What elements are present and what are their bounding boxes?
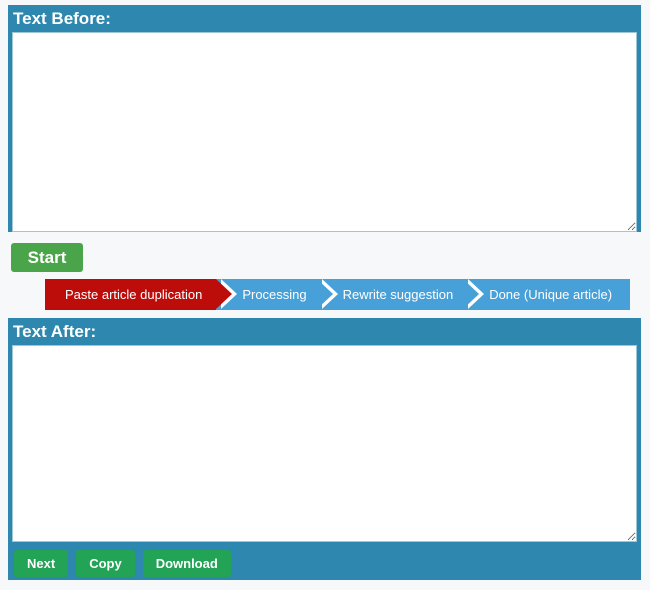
page: Text Before: Start Paste article duplica… (0, 5, 650, 580)
text-before-title: Text Before: (13, 9, 111, 28)
step-paste-article-duplication: Paste article duplication (45, 279, 238, 310)
next-button[interactable]: Next (14, 550, 69, 577)
text-after-title: Text After: (13, 322, 97, 341)
text-before-input[interactable] (12, 32, 637, 232)
text-after-output[interactable] (12, 345, 637, 542)
progress-steps: Paste article duplication Processing Rew… (45, 279, 650, 310)
step-done-unique-article: Done (Unique article) (463, 279, 631, 310)
copy-button[interactable]: Copy (76, 550, 135, 577)
after-actions-bar: Next Copy Download (8, 546, 641, 580)
download-button[interactable]: Download (142, 550, 231, 577)
step-rewrite-suggestion: Rewrite suggestion (316, 279, 484, 310)
text-after-panel: Text After: Next Copy Download (8, 318, 641, 580)
text-before-panel: Text Before: (8, 5, 641, 232)
start-button[interactable]: Start (11, 243, 83, 272)
